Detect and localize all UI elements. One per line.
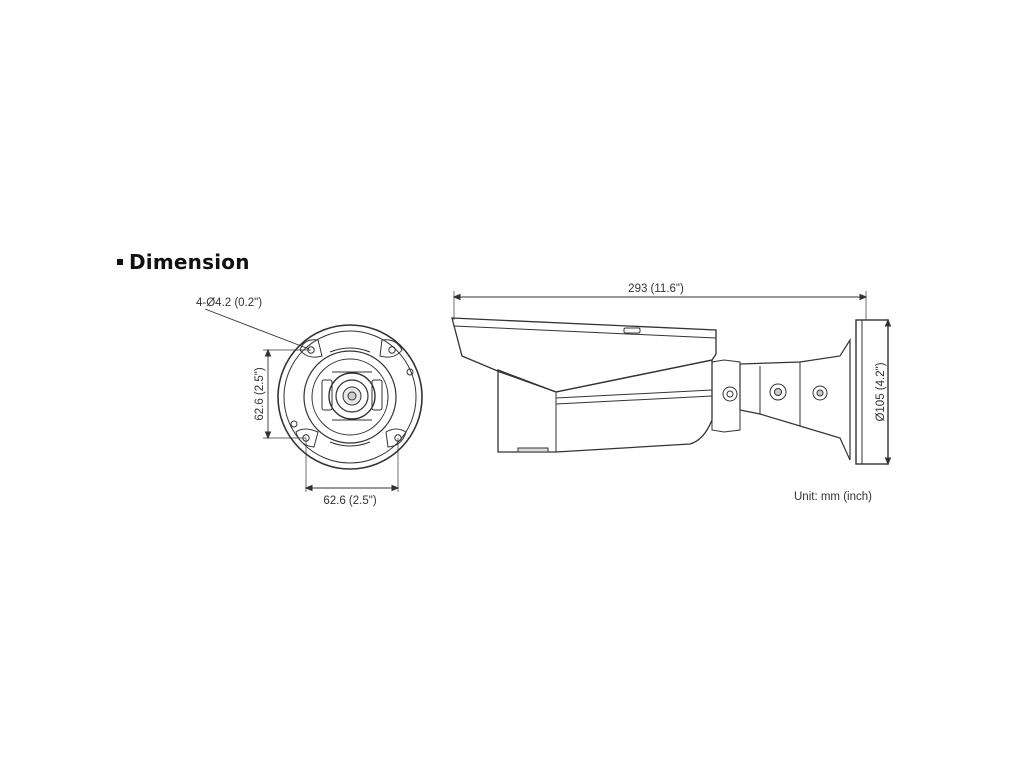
hole-callout-leader [204, 308, 310, 350]
length-dim-arrow-right [859, 293, 868, 301]
vertical-dim-arrow-bottom [264, 431, 272, 440]
lens-center [347, 391, 357, 401]
lens-middle [335, 379, 369, 413]
mount-body-inner-ring [311, 358, 389, 436]
mount-ring-scallop-top [329, 347, 371, 353]
mount-screw-left [290, 420, 298, 428]
mount-plate-outer-rim [277, 324, 423, 470]
horizontal-spacing-label: 62.6 (2.5") [323, 495, 376, 507]
mount-lug-top-right [379, 339, 403, 358]
body-groove-1 [555, 389, 713, 399]
front-view [204, 308, 423, 492]
bracket-screw-left [769, 383, 787, 401]
section-heading: Dimension [117, 250, 250, 274]
horizontal-dim-arrow-left [304, 484, 313, 492]
bracket-screw-left-center [774, 388, 782, 396]
vertical-dim-arrow-top [264, 348, 272, 357]
hole-callout-label: 4-Ø4.2 (0.2") [196, 297, 262, 309]
heading-bullet-icon [117, 259, 123, 265]
vertical-spacing-label: 62.6 (2.5") [254, 367, 266, 420]
sunshield-screw [623, 327, 641, 334]
mount-screw-right [406, 368, 414, 376]
mount-diameter-label: Ø105 (4.2") [875, 362, 887, 421]
rear-cap-screw [722, 386, 738, 402]
horizontal-dim-arrow-right [391, 484, 400, 492]
overall-length-label: 293 (11.6") [628, 283, 684, 295]
rear-cap [711, 359, 741, 433]
bracket-screw-right [812, 385, 828, 401]
mount-ring-scallop-bottom [329, 441, 371, 447]
lens-outer [328, 372, 376, 420]
sunshield-top-edge [453, 325, 717, 339]
lens-bracket-right [371, 379, 383, 411]
lens-bracket-left [321, 379, 333, 411]
bottom-connector [517, 447, 549, 453]
sunshield [451, 317, 717, 393]
camera-body [497, 359, 713, 453]
diameter-dim-arrow-bottom [884, 457, 892, 466]
mount-plate-inner-rim [283, 330, 417, 464]
mount-body-ring [303, 350, 397, 444]
unit-note: Unit: mm (inch) [794, 491, 872, 503]
bracket-arm [739, 337, 851, 461]
length-dim-arrow-left [452, 293, 461, 301]
rear-cap-screw-center [726, 390, 734, 398]
diameter-dim-arrow-top [884, 318, 892, 327]
heading-title: Dimension [129, 250, 250, 274]
body-groove-2 [555, 395, 713, 405]
side-view [451, 291, 892, 466]
bracket-screw-right-center [816, 389, 824, 397]
